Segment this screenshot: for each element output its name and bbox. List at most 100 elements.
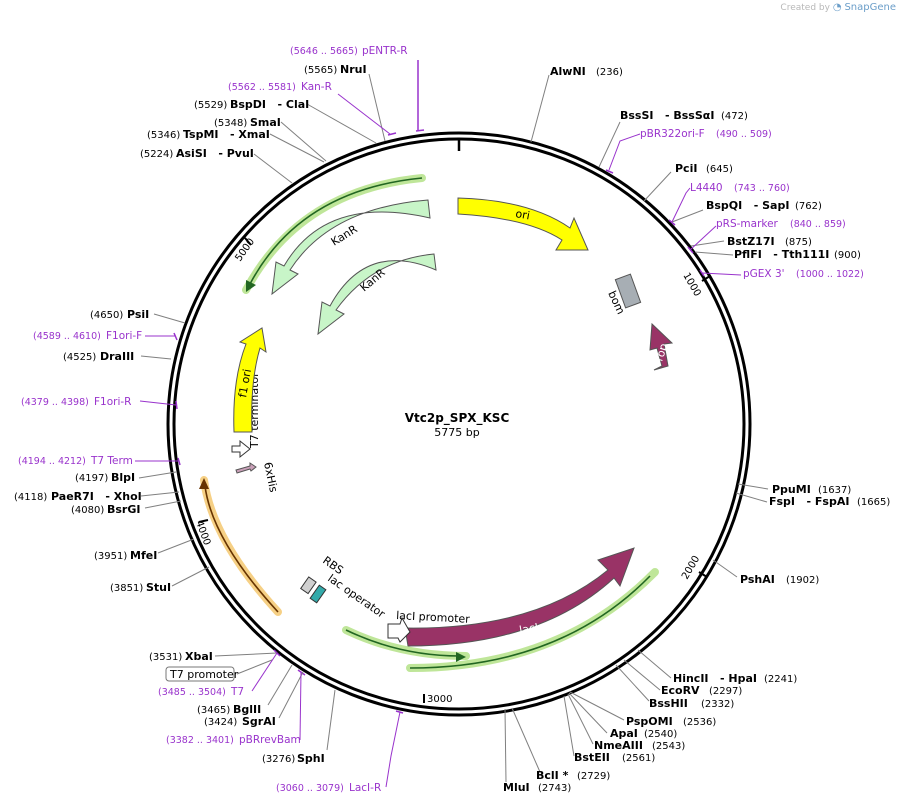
enzyme-label-bstz17i[interactable]: BstZ17I (727, 235, 775, 248)
enzyme-label-draiii[interactable]: DraIII (100, 350, 134, 363)
enzyme-label-alwni[interactable]: AlwNI (550, 65, 586, 78)
primer-label-laci-r[interactable]: LacI-R (349, 782, 381, 794)
enzyme-pos-blpi: (4197) (75, 473, 108, 484)
leader-pshai (712, 559, 738, 578)
enzyme-label-bsshii[interactable]: BssHII (649, 697, 688, 710)
feature-arrow-rop[interactable] (649, 322, 674, 371)
plasmid-name: Vtc2p_SPX_KSC (405, 411, 510, 426)
leader-smai (280, 121, 327, 162)
feature-box-bom[interactable] (614, 273, 642, 309)
leader-pspomi (569, 691, 625, 721)
primer-label-t7term[interactable]: T7 Term (90, 455, 133, 467)
primer-label-pgex3[interactable]: pGEX 3' (743, 268, 785, 280)
leader-lines (138, 73, 769, 783)
tick-mark-1000 (701, 275, 711, 282)
enzyme-label-ecorv[interactable]: EcoRV (661, 684, 700, 697)
primer-mark-pbr322ori-f (605, 169, 614, 174)
enzyme-label-mfei[interactable]: MfeI (130, 549, 157, 562)
leader-mfei (157, 538, 195, 554)
enzyme-label-bspdi[interactable]: BspDI - ClaI (230, 98, 309, 111)
primer-label-kan-r[interactable]: Kan-R (301, 81, 332, 93)
primer-label-prs-marker[interactable]: pRS-marker (716, 218, 779, 230)
enzyme-label-pshai[interactable]: PshAI (740, 573, 775, 586)
enzyme-pos-apai: (2540) (644, 729, 677, 740)
leader-tspmi (269, 133, 325, 163)
primer-label-pbrrevbam[interactable]: pBRrevBam (239, 734, 301, 746)
enzyme-label-nmeaiii[interactable]: NmeAIII (594, 739, 643, 752)
feature-line-upper (249, 177, 423, 285)
enzyme-label-bcli[interactable]: BclI * (536, 769, 569, 782)
tick-label-3000: 3000 (427, 694, 452, 705)
feature-arrow-f1-ori[interactable] (233, 327, 267, 433)
feature-box-rbs[interactable] (300, 576, 317, 595)
primer-mark-l4440 (668, 219, 676, 226)
enzyme-label-bsssi[interactable]: BssSI - BssSαI (620, 109, 714, 122)
backbone-outer (166, 131, 752, 717)
feature-label-6xhis: 6xHis (261, 461, 280, 494)
enzyme-pos-bglii: (3465) (197, 705, 230, 716)
feature-label-rop: rop (652, 342, 670, 363)
enzyme-pos-bstz17i: (875) (785, 237, 812, 248)
enzyme-label-bglii[interactable]: BglII (233, 703, 261, 716)
enzyme-pos-pshai: (1902) (786, 575, 819, 586)
enzyme-label-sphi[interactable]: SphI (297, 752, 325, 765)
leader-bcli (511, 707, 541, 773)
enzyme-label-mlui[interactable]: MluI (503, 781, 530, 794)
enzyme-label-sgrai[interactable]: SgrAI (242, 715, 276, 728)
feature-box-lac-operator[interactable] (309, 584, 327, 604)
primer-pos-t7term: (4194 .. 4212) (18, 456, 86, 467)
feature-arrow-6xhis[interactable] (235, 462, 257, 474)
enzyme-label-nrui[interactable]: NruI (340, 63, 367, 76)
primer-label-f1ori-f[interactable]: F1ori-F (106, 330, 142, 342)
enzyme-label-stui[interactable]: StuI (146, 581, 171, 594)
leader-sphi (326, 689, 336, 751)
enzyme-label-pcii[interactable]: PciI (675, 162, 697, 175)
enzyme-label-pflfi[interactable]: PflFI - Tth111I (734, 248, 829, 261)
enzyme-label-bspqi[interactable]: BspQI - SapI (706, 199, 789, 212)
enzyme-label-pspomi[interactable]: PspOMI (626, 715, 673, 728)
enzyme-label-bsrgi[interactable]: BsrGI (107, 503, 140, 516)
enzyme-label-asisi[interactable]: AsiSI - PvuI (176, 147, 254, 160)
leader-alwni (530, 74, 550, 143)
primer-pos-t7: (3485 .. 3504) (158, 687, 226, 698)
enzyme-pos-pspomi: (2536) (683, 717, 716, 728)
enzyme-label-tspmi[interactable]: TspMI - XmaI (183, 128, 270, 141)
primer-label-pbr322ori-f[interactable]: pBR322ori-F (640, 128, 705, 140)
primer-leader-lines (135, 93, 742, 788)
enzyme-label-smai[interactable]: SmaI (250, 116, 281, 129)
feature-label-laci: lacI (518, 621, 539, 637)
primer-label-t7[interactable]: T7 (230, 686, 244, 698)
primer-mark-kan-r (387, 132, 397, 136)
feature-arrow-laci[interactable] (404, 547, 635, 647)
primer-pos-f1ori-f: (4589 .. 4610) (33, 331, 101, 342)
primer-leader-f1ori-r (139, 400, 177, 406)
enzyme-pos-bsrgi: (4080) (71, 505, 104, 516)
enzyme-label-fspi[interactable]: FspI - FspAI (769, 495, 849, 508)
enzyme-pos-bsteii: (2561) (622, 753, 655, 764)
feature-arrow-laci-promoter[interactable] (387, 616, 411, 643)
enzyme-label-psii[interactable]: PsiI (127, 308, 149, 321)
feature-arrow-t7-terminator[interactable] (231, 439, 251, 459)
enzyme-label-ppumi[interactable]: PpuMI (772, 483, 811, 496)
primer-label-l4440[interactable]: L4440 (690, 182, 723, 194)
enzyme-label-bsteii[interactable]: BstEII (574, 751, 610, 764)
snapgene-watermark: Created by ◔ SnapGene (780, 2, 896, 13)
feature-arrow-kanr-inner[interactable] (317, 253, 437, 336)
enzyme-label-paer7i[interactable]: PaeR7I - XhoI (51, 490, 142, 503)
feature-label-ori: ori (514, 207, 530, 222)
enzyme-pos-ppumi: (1637) (818, 485, 851, 496)
enzyme-label-blpi[interactable]: BlpI (111, 471, 135, 484)
tick-mark-4000 (198, 519, 209, 523)
plasmid-size: 5775 bp (434, 426, 479, 439)
enzyme-label-hincii[interactable]: HincII - HpaI (673, 672, 757, 685)
t7-promoter-box[interactable] (165, 666, 235, 682)
primer-label-pentr-r[interactable]: pENTR-R (362, 45, 408, 57)
feature-line-laci (409, 575, 651, 669)
enzyme-pos-pcii: (645) (706, 164, 733, 175)
enzyme-pos-fspi: (1665) (857, 497, 890, 508)
feature-arrow-kanr-outer[interactable] (271, 199, 431, 296)
enzyme-label-xbai[interactable]: XbaI (185, 650, 213, 663)
feature-arrow-ori[interactable] (457, 197, 589, 251)
primer-label-f1ori-r[interactable]: F1ori-R (94, 396, 131, 408)
enzyme-label-apai[interactable]: ApaI (610, 727, 638, 740)
